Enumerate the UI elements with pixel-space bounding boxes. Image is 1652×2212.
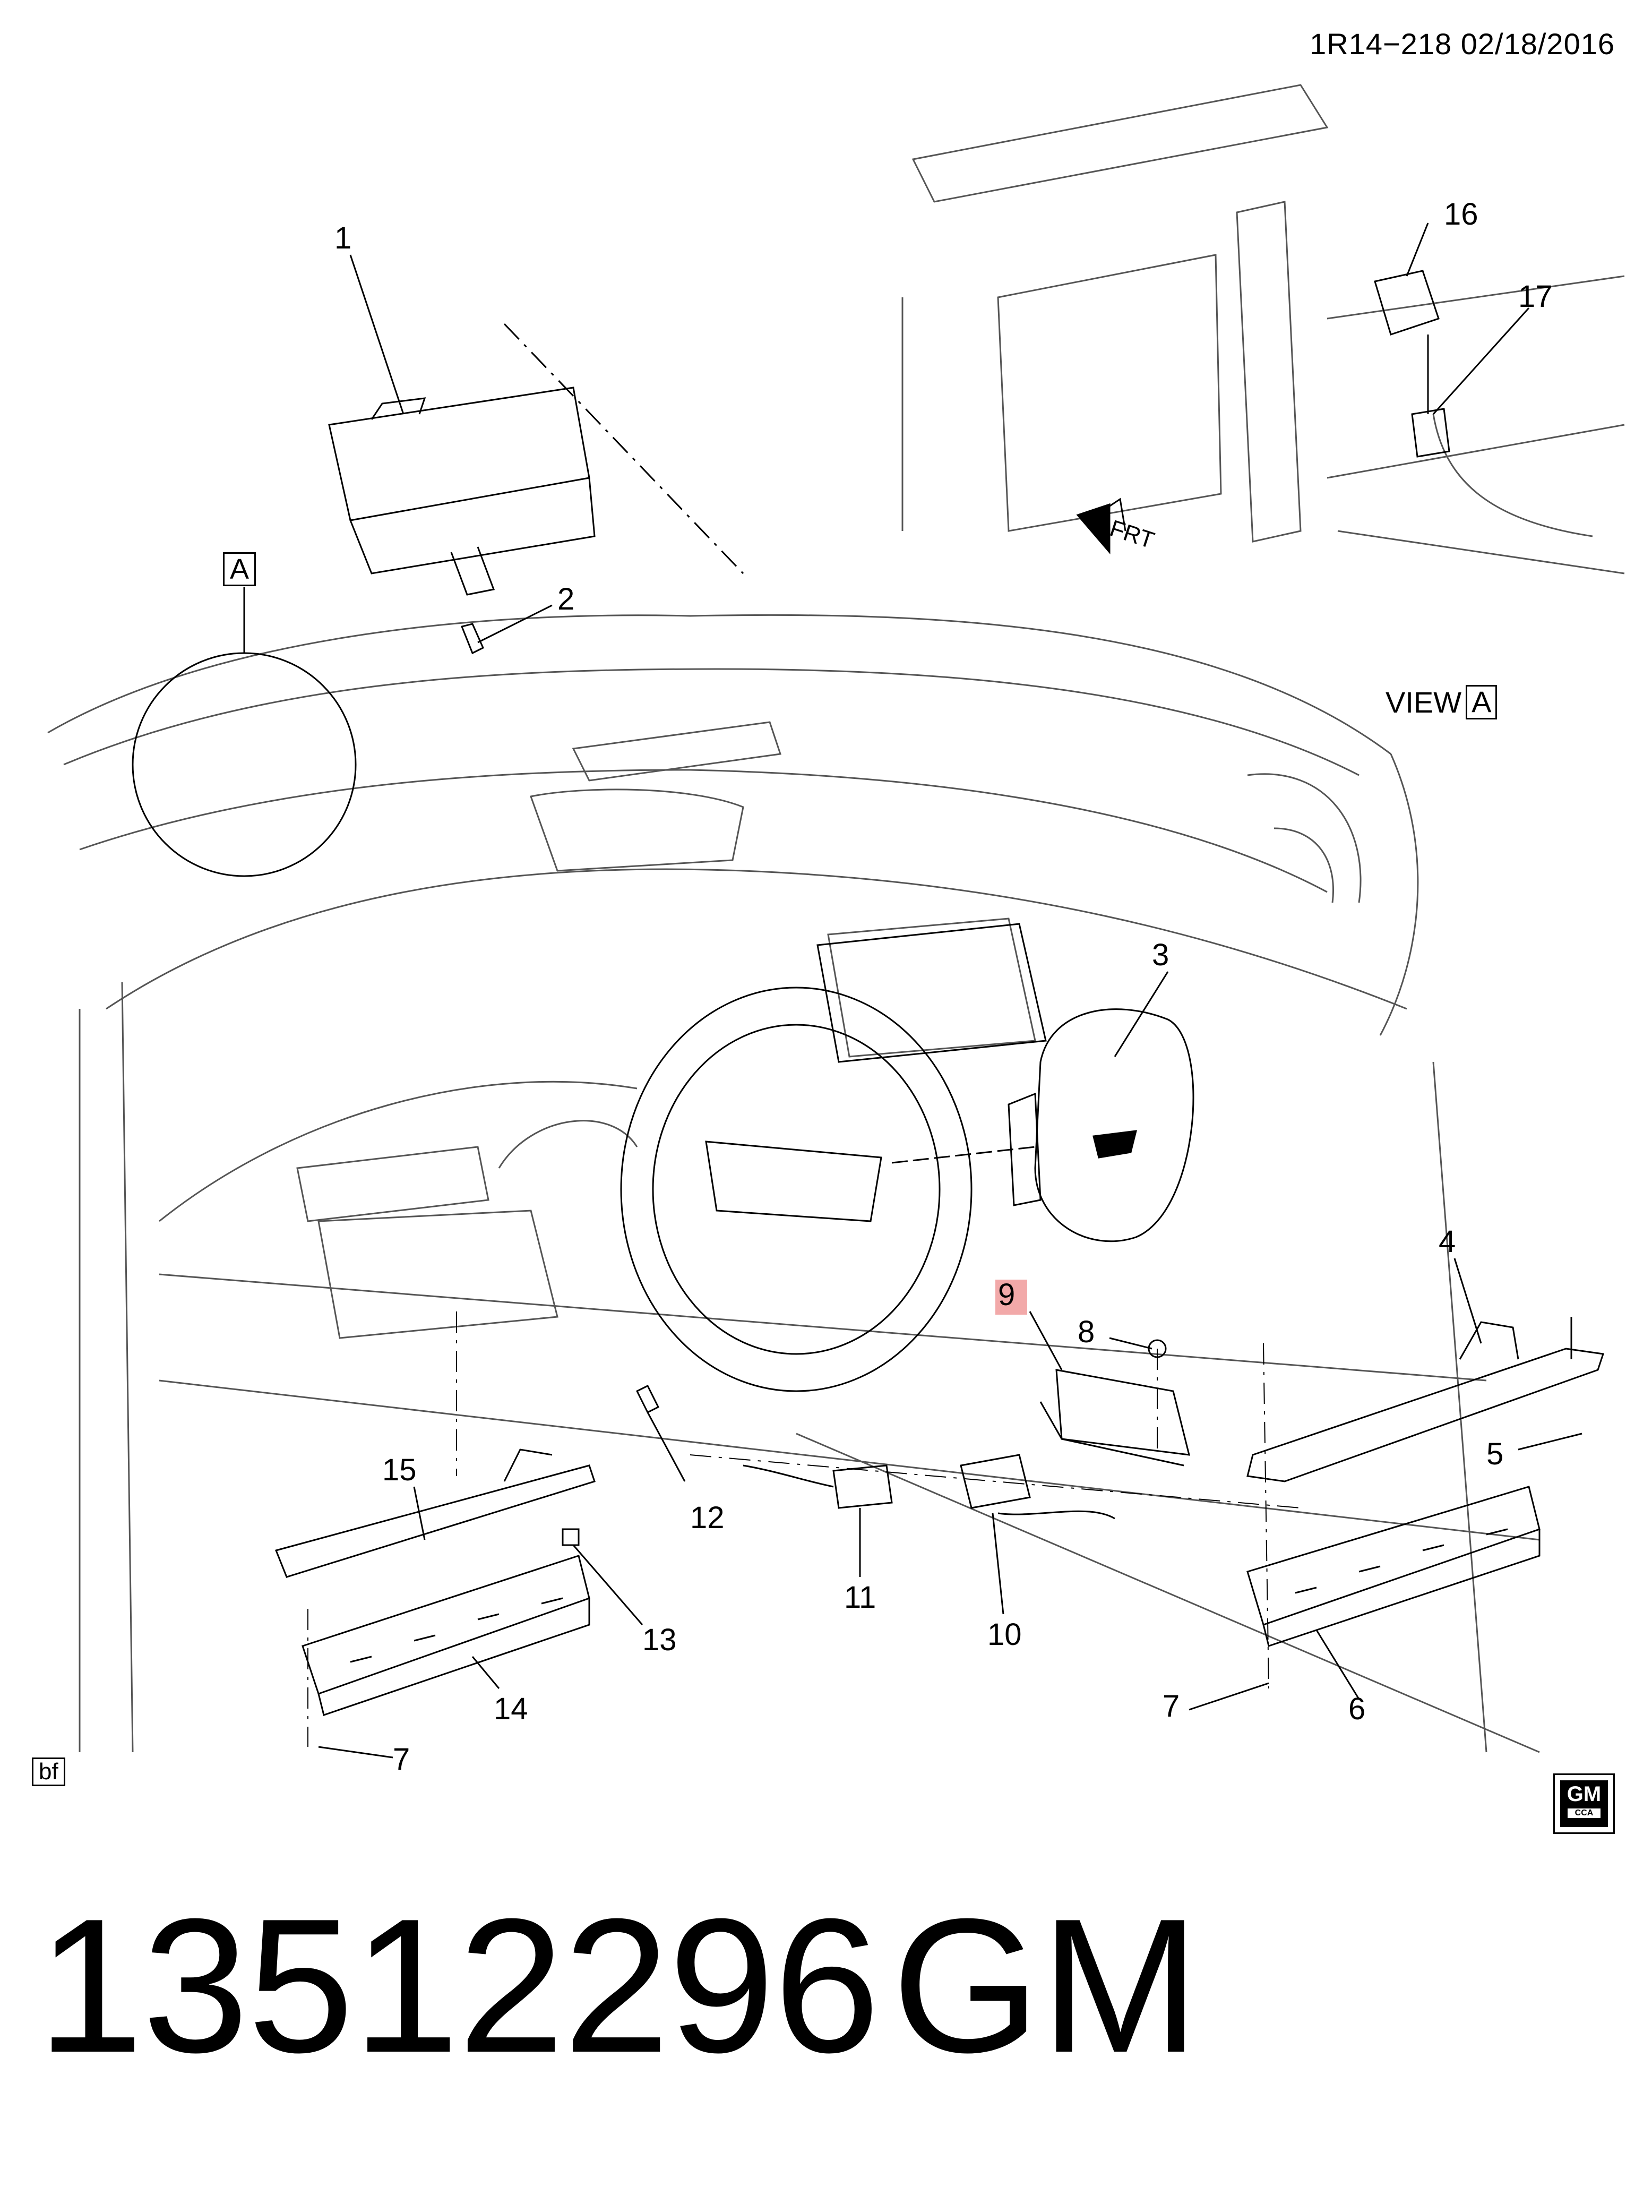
detail-circle-a [132, 652, 357, 877]
gm-logo-mark: GM CCA [1560, 1780, 1608, 1827]
knee-airbag-right [1246, 1486, 1541, 1647]
callout-5: 5 [1486, 1437, 1504, 1471]
bolt-2 [460, 623, 484, 655]
view-label-prefix: VIEW [1386, 685, 1462, 719]
callout-8: 8 [1078, 1315, 1095, 1349]
callout-1: 1 [334, 221, 352, 255]
manufacturer: GM [892, 1879, 1200, 2093]
detail-marker-a: A [223, 552, 256, 586]
part-number: 13512296 [37, 1879, 880, 2093]
gm-cca-logo: GM CCA [1553, 1773, 1615, 1834]
callout-15: 15 [382, 1453, 417, 1487]
connector-17 [1411, 335, 1450, 458]
impact-sensor-16 [1374, 270, 1440, 336]
callout-13: 13 [642, 1623, 677, 1657]
callout-9: 9 [998, 1278, 1016, 1312]
illustrator-tag: bf [32, 1757, 65, 1786]
center-display [816, 923, 1047, 1063]
alignment-lines [307, 1311, 1301, 1747]
callout-6: 6 [1348, 1692, 1366, 1726]
callout-7-right: 7 [1163, 1689, 1180, 1724]
callout-12: 12 [690, 1501, 725, 1535]
view-a-label: VIEW A [1386, 685, 1498, 719]
knee-airbag-bracket-right [1246, 1317, 1604, 1482]
connector-10 [960, 1454, 1115, 1520]
callout-4: 4 [1439, 1224, 1456, 1259]
exploded-diagram-artwork [47, 84, 1625, 1759]
callout-17: 17 [1518, 279, 1553, 314]
steering-wheel [620, 987, 973, 1392]
callout-11: 11 [844, 1580, 876, 1615]
leader-lines [318, 222, 1582, 1759]
dashboard-outline [47, 614, 1540, 1753]
gm-logo-brand: GM [1567, 1782, 1602, 1806]
callout-16: 16 [1444, 197, 1478, 232]
front-orientation-arrow-icon [1076, 498, 1126, 555]
callout-14: 14 [494, 1692, 528, 1726]
knee-airbag-left [302, 1555, 590, 1716]
view-label-letter: A [1466, 685, 1498, 719]
gm-logo-sub: CCA [1568, 1808, 1601, 1818]
screw-12 [635, 1384, 660, 1414]
callout-3: 3 [1152, 938, 1169, 972]
driver-airbag-module [891, 1008, 1194, 1242]
callout-7-left: 7 [393, 1742, 410, 1777]
view-a-insert [901, 84, 1625, 575]
sensing-diagnostic-module [1039, 1339, 1190, 1467]
callout-10: 10 [987, 1617, 1022, 1652]
drawing-code: 1R14−218 02/18/2016 [1310, 27, 1615, 61]
knee-airbag-bracket-left [274, 1448, 596, 1578]
highlight-callout-9 [995, 1280, 1027, 1315]
callout-2: 2 [557, 582, 575, 616]
nut-13 [562, 1528, 580, 1546]
connector-11 [743, 1464, 893, 1509]
passenger-airbag-module [328, 323, 744, 596]
